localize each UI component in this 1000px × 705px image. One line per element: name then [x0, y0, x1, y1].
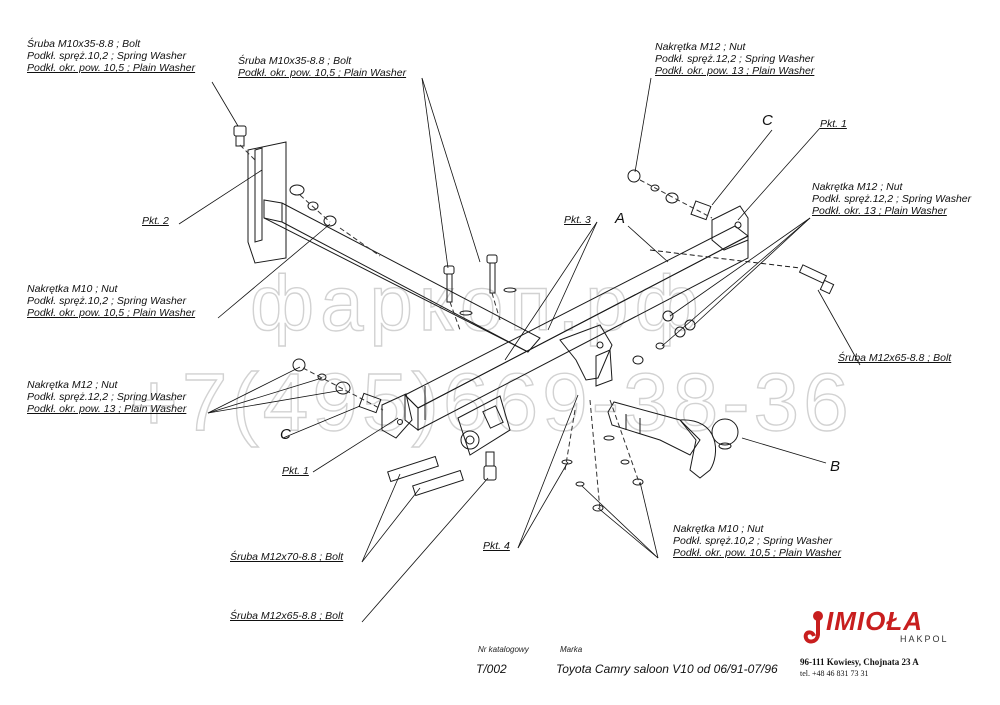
label-nut-m12-left: Nakrętka M12 ; Nut Podkł. spręż.12,2 ; S…	[27, 379, 186, 415]
label-nut-m10-bottom-line2: Podkł. spręż.10,2 ; Spring Washer	[673, 535, 833, 547]
label-letter-c-top: C	[762, 112, 773, 129]
label-bolt-m10-left-line3: Podkł. okr. pow. 10,5 ; Plain Washer	[27, 62, 196, 74]
hardware-top-right	[627, 169, 712, 221]
label-bolt-m10-center-line1: Śruba M10x35-8.8 ; Bolt	[238, 55, 352, 67]
brand-sub: HAKPOL	[900, 634, 949, 644]
company-phone: tel. +48 46 831 73 31	[800, 669, 869, 678]
assembly-lines	[239, 144, 713, 511]
label-nut-m12-top-line1: Nakrętka M12 ; Nut	[655, 41, 746, 53]
label-bolt-m10-center: Śruba M10x35-8.8 ; Bolt Podkł. okr. pow.…	[238, 55, 406, 79]
label-letter-c-left: C	[280, 426, 291, 443]
label-bolt-m12x65-bottom: Śruba M12x65-8.8 ; Bolt	[230, 610, 344, 622]
label-bolt-m12x70: Śruba M12x70-8.8 ; Bolt	[230, 551, 344, 563]
brand-name: IMIOŁA	[826, 606, 923, 636]
label-nut-m12-right: Nakrętka M12 ; Nut Podkł. spręż.12,2 ; S…	[812, 181, 971, 217]
label-nut-m12-right-line1: Nakrętka M12 ; Nut	[812, 181, 903, 193]
label-nut-m12-top-line3: Podkł. okr. pow. 13 ; Plain Washer	[655, 65, 815, 77]
label-nut-m10-bottom: Nakrętka M10 ; Nut Podkł. spręż.10,2 ; S…	[673, 523, 841, 559]
label-pkt3: Pkt. 3	[564, 214, 591, 226]
company-address: 96-111 Kowiesy, Chojnata 23 A	[800, 657, 919, 667]
label-pkt1-left: Pkt. 1	[282, 465, 309, 477]
label-pkt1-top: Pkt. 1	[820, 118, 847, 130]
vehicle-description: Toyota Camry saloon V10 od 06/91-07/96	[556, 662, 778, 676]
label-nut-m12-top-line2: Podkł. spręż.12,2 ; Spring Washer	[655, 53, 815, 65]
brand-hook-icon	[803, 611, 823, 644]
label-nut-m12-left-line3: Podkł. okr. pow. 13 ; Plain Washer	[27, 403, 187, 415]
label-nut-m12-left-line2: Podkł. spręż.12,2 ; Spring Washer	[27, 391, 187, 403]
make-label: Marka	[560, 645, 583, 654]
brand-logo: IMIOŁA HAKPOL	[800, 606, 965, 652]
label-bolt-m10-left-line1: Śruba M10x35-8.8 ; Bolt	[27, 38, 141, 50]
socket-plate	[457, 395, 511, 456]
label-nut-m10-left-line1: Nakrętka M10 ; Nut	[27, 283, 118, 295]
hardware-center-bolts	[443, 254, 517, 316]
label-bolt-m10-left: Śruba M10x35-8.8 ; Bolt Podkł. spręż.10,…	[27, 38, 195, 74]
hardware-right-nuts	[632, 310, 696, 365]
watermark-large-phone: +7(495)669-38-36	[130, 357, 853, 448]
label-nut-m12-top: Nakrętka M12 ; Nut Podkł. spręż.12,2 ; S…	[655, 41, 814, 77]
label-nut-m12-right-line3: Podkł. okr. 13 ; Plain Washer	[812, 205, 947, 217]
label-pkt2: Pkt. 2	[142, 215, 169, 227]
left-mounting-plate	[247, 141, 287, 264]
centre-bracket	[559, 324, 613, 387]
label-nut-m10-bottom-line3: Podkł. okr. pow. 10,5 ; Plain Washer	[673, 547, 842, 559]
label-nut-m12-left-line1: Nakrętka M12 ; Nut	[27, 379, 118, 391]
label-pkt4: Pkt. 4	[483, 540, 510, 552]
hardware-right-bolt	[649, 249, 835, 295]
label-bolt-m10-left-line2: Podkł. spręż.10,2 ; Spring Washer	[27, 50, 187, 62]
label-nut-m10-left: Nakrętka M10 ; Nut Podkł. spręż.10,2 ; S…	[27, 283, 195, 319]
hardware-bottom-washers	[561, 435, 644, 512]
left-end-bracket	[381, 393, 413, 439]
label-letter-b: B	[830, 458, 841, 475]
hardware-bottom-bolts	[387, 451, 497, 497]
label-nut-m12-right-line2: Podkł. spręż.12,2 ; Spring Washer	[812, 193, 972, 205]
leader-lines	[178, 77, 861, 623]
label-nut-m10-bottom-line1: Nakrętka M10 ; Nut	[673, 523, 764, 535]
right-end-bracket	[711, 205, 749, 251]
label-nut-m10-left-line3: Podkł. okr. pow. 10,5 ; Plain Washer	[27, 307, 196, 319]
label-letter-a: A	[615, 210, 626, 227]
label-nut-m10-left-line2: Podkł. spręż.10,2 ; Spring Washer	[27, 295, 187, 307]
catalog-number: T/002	[476, 662, 507, 676]
catalog-label: Nr katalogowy	[478, 645, 529, 654]
watermark-large-text: фаркоп.рф	[250, 259, 705, 347]
label-bolt-m12x65-right: Śruba M12x65-8.8 ; Bolt	[838, 352, 952, 364]
tow-ball	[607, 401, 739, 479]
side-arm-beam	[263, 199, 541, 353]
hardware-top-left	[233, 125, 337, 227]
hardware-left	[292, 358, 382, 414]
label-bolt-m10-center-line2: Podkł. okr. pow. 10,5 ; Plain Washer	[238, 67, 407, 79]
